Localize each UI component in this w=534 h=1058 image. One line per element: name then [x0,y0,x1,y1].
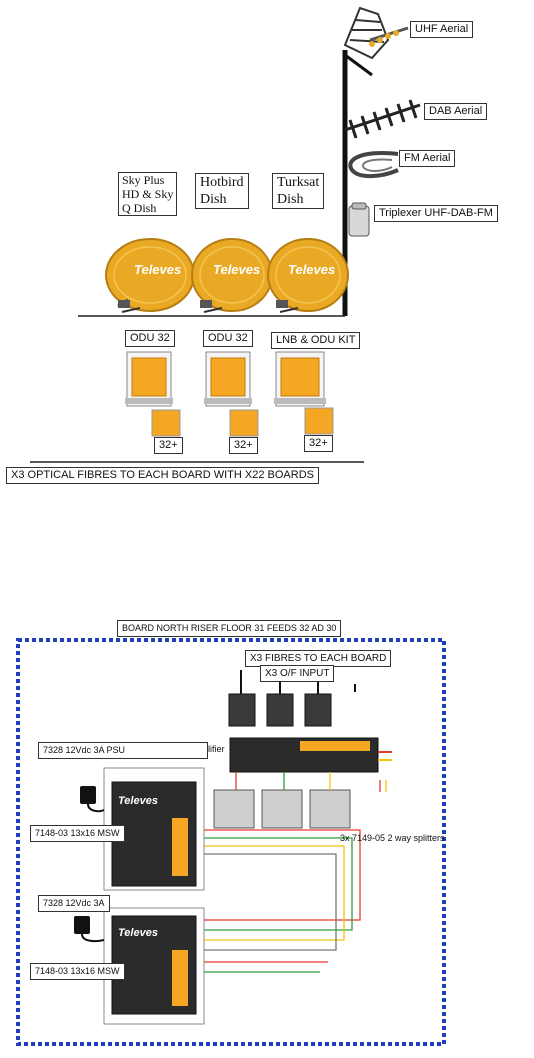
plus-unit-1-icon [151,409,181,437]
dish-2-label-line-2: Dish [200,192,227,207]
msw-1-label: 7148-03 13x16 MSW [30,825,125,842]
multiswitch-2-icon [103,907,205,1025]
satellite-dish-1-icon [105,238,195,313]
dish-3-brand: Televes [288,262,336,277]
triplexer-icon [348,202,370,237]
dab-aerial-label: DAB Aerial [424,103,488,120]
mast [342,50,373,316]
odu-unit-1-icon [125,351,173,407]
fm-aerial-label: FM Aerial [399,150,456,167]
msw-2-brand: Televes [118,927,158,939]
odu-unit-2-icon [204,351,252,407]
dish-1-label: Sky Plus HD & Sky Q Dish [118,172,178,216]
msw-1-brand: Televes [118,795,158,807]
optical-receiver-2-icon [266,680,294,727]
plus-unit-2-icon [229,409,259,437]
odu-2-label: ODU 32 [203,330,253,347]
dish-2-label-line-1: Hotbird [200,175,244,190]
dish-3-label-line-2: Dish [277,192,304,207]
dish-1-label-line-1: Sky Plus [122,173,165,187]
coax-cables [204,772,387,973]
dish-1-label-line-3: Q Dish [122,201,157,215]
splitter-1-icon [213,789,255,829]
psu-1-icon [80,786,105,813]
odu-3-label: LNB & ODU KIT [271,332,361,349]
psu-1-label: 7328 12Vdc 3A PSU [38,742,208,759]
psu-2-label: 7328 12Vdc 3A [38,895,110,912]
splitter-2-icon [261,789,303,829]
uhf-aerial-icon [343,6,409,60]
dish-3-label-line-1: Turksat [277,175,320,190]
board-border [16,638,446,1046]
optical-receiver-1-icon [228,670,256,727]
plus-2-label: 32+ [229,437,258,454]
dish-1-label-line-2: HD & Sky [122,187,174,201]
odu-unit-3-icon [274,351,326,407]
splitters-label: 3x 7149-05 2 way splitters [340,833,445,843]
msw-2-label: 7148-03 13x16 MSW [30,963,125,980]
plus-1-label: 32+ [154,437,183,454]
dab-aerial-icon [344,99,421,139]
triplexer-label: Triplexer UHF-DAB-FM [374,205,498,222]
fibre-caption: X3 OPTICAL FIBRES TO EACH BOARD WITH X22… [6,467,319,484]
splitter-3-icon [309,789,351,829]
fm-aerial-icon [348,151,399,178]
dish-2-brand: Televes [213,262,261,277]
board-input-label: X3 O/F INPUT [260,665,335,682]
board-title: BOARD NORTH RISER FLOOR 31 FEEDS 32 AD 3… [117,620,342,637]
odu-1-label: ODU 32 [125,330,175,347]
plus-unit-3-icon [304,407,334,435]
psu-2-icon [74,916,105,943]
optical-receiver-3-icon [304,680,332,727]
amplifier-icon [229,737,392,773]
dish-2-label: Hotbird Dish [195,173,249,209]
uhf-aerial-label: UHF Aerial [410,21,474,38]
satellite-dish-2-icon [191,238,273,313]
satellite-dish-3-icon [267,238,349,313]
dish-1-brand: Televes [134,262,182,277]
plus-3-label: 32+ [304,435,333,452]
dish-3-label: Turksat Dish [272,173,325,209]
